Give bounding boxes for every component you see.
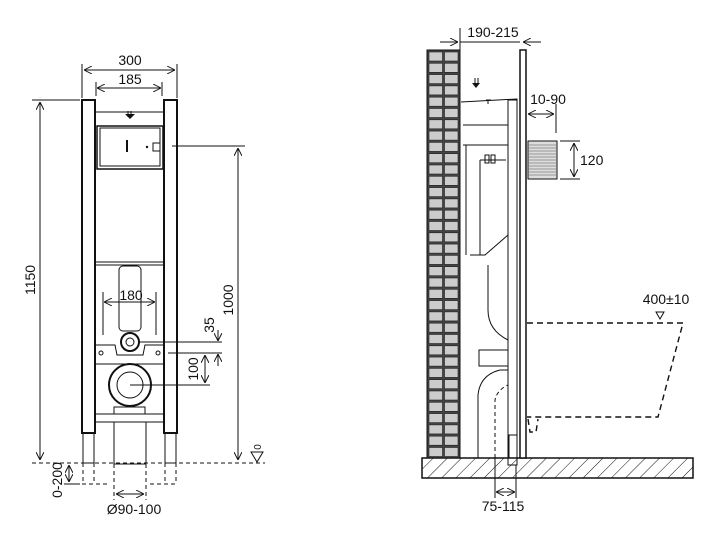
wall-tile bbox=[444, 187, 459, 197]
wall-tile bbox=[428, 209, 443, 220]
wall-tile bbox=[444, 401, 459, 412]
wall-tile bbox=[444, 74, 459, 84]
wall-tile bbox=[444, 277, 459, 288]
wall-tile bbox=[444, 153, 459, 163]
wall-tile bbox=[428, 119, 443, 130]
wall-tile bbox=[428, 85, 443, 96]
wall-tile bbox=[428, 413, 443, 423]
wall-tile bbox=[444, 243, 459, 254]
wall-tile bbox=[428, 130, 443, 141]
wall-tile bbox=[428, 447, 443, 457]
wall-tile bbox=[444, 390, 459, 401]
wall-tile bbox=[444, 413, 459, 423]
wall-tile bbox=[444, 288, 459, 299]
wall-tile bbox=[428, 424, 443, 435]
side-view: 190-215 10-90 120 400±10 75-115 bbox=[421, 24, 694, 514]
wall-tile bbox=[444, 62, 459, 73]
wall-tile bbox=[444, 300, 459, 310]
level-triangle-icon bbox=[250, 451, 264, 463]
wall-tile bbox=[444, 221, 459, 231]
wall-tile bbox=[444, 119, 459, 130]
dim-width-inner: 185 bbox=[118, 71, 142, 87]
wall-tile bbox=[428, 390, 443, 401]
dim-offset-100: 100 bbox=[185, 357, 201, 381]
dim-flush-height: 1000 bbox=[220, 284, 236, 315]
dim-depth: 190-215 bbox=[467, 24, 519, 40]
wall-tile bbox=[428, 176, 443, 186]
wall-tile bbox=[428, 435, 443, 446]
wall-tile bbox=[444, 266, 459, 277]
wall-tile bbox=[428, 153, 443, 163]
wall-tile bbox=[428, 243, 443, 254]
wall-tile bbox=[444, 447, 459, 457]
wall-tile bbox=[444, 85, 459, 96]
wall-tile bbox=[428, 232, 443, 243]
wall-tile bbox=[444, 96, 459, 107]
wall-tile bbox=[444, 345, 459, 356]
wall-tile bbox=[444, 108, 459, 118]
wall-tile bbox=[444, 164, 459, 175]
wall-tile bbox=[428, 187, 443, 197]
flush-plate-panel bbox=[96, 125, 164, 170]
wall-tile bbox=[444, 424, 459, 435]
wall-tile bbox=[428, 255, 443, 265]
wall-tile bbox=[428, 401, 443, 412]
wall-tile bbox=[444, 209, 459, 220]
dim-height-total: 1150 bbox=[22, 265, 38, 295]
wall-tile bbox=[444, 368, 459, 378]
wall-tile bbox=[428, 356, 443, 367]
dim-drain-offset: 75-115 bbox=[482, 498, 525, 514]
wall-tile bbox=[444, 356, 459, 367]
front-panel bbox=[519, 49, 527, 459]
wall-tile bbox=[428, 51, 443, 62]
dim-flush-height-side: 120 bbox=[580, 152, 604, 168]
wall-tile bbox=[428, 198, 443, 209]
wall-tile bbox=[444, 311, 459, 322]
wall-tile bbox=[428, 322, 443, 333]
wall-tile bbox=[428, 334, 443, 344]
wc-bowl-outline bbox=[527, 322, 684, 418]
dim-offset-35: 35 bbox=[201, 317, 217, 333]
wall-tile bbox=[444, 379, 459, 390]
wall-tile bbox=[428, 300, 443, 310]
dim-seat-height: 400±10 bbox=[643, 291, 690, 307]
front-view: 300 185 1150 1000 180 35 100 0-200 Ø90-1… bbox=[22, 52, 265, 517]
wall-tile bbox=[428, 62, 443, 73]
dim-flush-offset: 10-90 bbox=[530, 91, 566, 107]
level-triangle-icon bbox=[655, 311, 665, 321]
wall-tile bbox=[428, 368, 443, 378]
wall-tile bbox=[444, 435, 459, 446]
wall-tile bbox=[428, 266, 443, 277]
wall-tile bbox=[444, 142, 459, 152]
wall-tile bbox=[428, 379, 443, 390]
wall-tile bbox=[444, 130, 459, 141]
wall-tile bbox=[428, 108, 443, 118]
wall-tile bbox=[444, 334, 459, 344]
wall-tile bbox=[428, 96, 443, 107]
dim-width-total: 300 bbox=[118, 52, 142, 68]
flush-arrow-icon bbox=[125, 114, 135, 119]
flush-arrow-icon bbox=[472, 83, 480, 88]
dim-drain-diameter: Ø90-100 bbox=[107, 501, 162, 517]
wall-tile bbox=[428, 345, 443, 356]
wall-tile bbox=[428, 221, 443, 231]
wall-tile bbox=[428, 142, 443, 152]
wall-tile bbox=[444, 198, 459, 209]
wall-tile bbox=[428, 288, 443, 299]
dim-floor-level: 0 bbox=[253, 444, 264, 450]
wall-tile bbox=[444, 322, 459, 333]
wall-tile bbox=[428, 164, 443, 175]
wall-tile bbox=[428, 74, 443, 84]
floor-hatch bbox=[421, 457, 694, 479]
wall-tile bbox=[428, 277, 443, 288]
wall-tile bbox=[444, 232, 459, 243]
wall-tile bbox=[444, 51, 459, 62]
dim-leg-adjust: 0-200 bbox=[49, 462, 65, 498]
wall-tile bbox=[428, 311, 443, 322]
tile-wall bbox=[426, 49, 461, 459]
wall-tile bbox=[444, 176, 459, 186]
dim-bolt-spacing: 180 bbox=[119, 287, 143, 303]
wall-tile bbox=[444, 255, 459, 265]
